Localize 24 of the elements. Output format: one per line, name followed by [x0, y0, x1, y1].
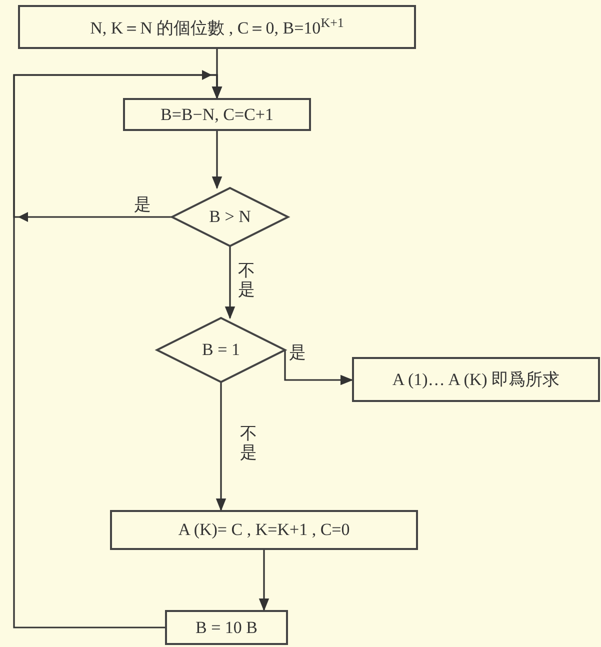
node-text: N, K＝N 的個位數 , C＝0, B=10$^{K+1}$: [90, 14, 344, 40]
decision-diamond: [157, 318, 285, 382]
node-text: B = 10 B: [195, 618, 258, 638]
process-box: [18, 5, 416, 49]
node-text: A (1)… A (K) 即爲所求: [392, 369, 560, 391]
arrow: [258, 550, 270, 612]
edge-label: 不是: [238, 262, 255, 300]
edge-label: 是: [134, 196, 151, 215]
arrow: [216, 382, 226, 512]
arrow: [284, 350, 354, 386]
node-text: B = 1: [202, 340, 240, 360]
arrow: [13, 70, 222, 628]
process-box: [123, 98, 311, 131]
arrow: [212, 131, 222, 190]
edge-label: 是: [289, 344, 306, 363]
edge-label: 不是: [240, 425, 257, 462]
process-box: [165, 610, 288, 645]
node-text: B=B−N, C=C+1: [160, 104, 274, 124]
arrow: [224, 246, 236, 320]
node-text: B > N: [209, 207, 251, 227]
process-box: [352, 357, 600, 402]
node-text: A (K)= C , K=K+1 , C=0: [178, 520, 350, 540]
decision-diamond: [172, 188, 288, 246]
process-box: [110, 510, 418, 550]
